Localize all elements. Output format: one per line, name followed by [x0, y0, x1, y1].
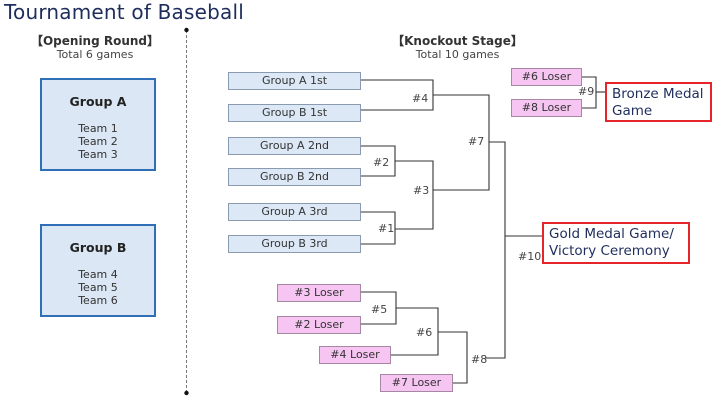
game-3-label: #3 — [413, 184, 430, 197]
group-b-name: Group B — [69, 240, 127, 255]
game-1-bracket — [361, 211, 396, 245]
page-title: Tournament of Baseball — [4, 0, 244, 24]
group-a-name: Group A — [69, 94, 127, 109]
divider-dot-bottom — [184, 390, 189, 396]
group-b-team: Team 4 — [78, 268, 118, 281]
game-2-label: #2 — [373, 156, 390, 169]
slot-game-8-loser: #8 Loser — [511, 99, 582, 117]
slot-game-3-loser: #3 Loser — [277, 284, 361, 302]
game-10-label: #10 — [518, 250, 542, 263]
slot-group-a-2nd: Group A 2nd — [228, 137, 361, 155]
gold-medal-game-box: Gold Medal Game/ Victory Ceremony — [542, 222, 690, 264]
game-7-to-10-link — [485, 141, 506, 359]
bronze-medal-game-box: Bronze Medal Game — [605, 82, 712, 122]
bronze-medal-line: Game — [612, 103, 653, 119]
slot-game-7-loser: #7 Loser — [380, 374, 453, 392]
game-6-label: #6 — [416, 326, 433, 339]
opening-round-heading: 【Opening Round】 — [30, 34, 160, 48]
game-4-label: #4 — [412, 92, 429, 105]
divider-dot-top — [184, 27, 189, 33]
game-2-to-3-link — [395, 160, 434, 230]
game-5-label: #5 — [371, 303, 388, 316]
game-8-label: #8 — [471, 353, 488, 366]
group-a-team: Team 1 — [78, 122, 118, 135]
game-7-label: #7 — [468, 135, 485, 148]
knockout-stage-subtitle: Total 10 games — [415, 48, 500, 61]
slot-group-b-1st: Group B 1st — [228, 104, 361, 122]
group-b-team: Team 5 — [78, 281, 118, 294]
bronze-medal-line: Bronze Medal — [612, 86, 704, 102]
slot-game-2-loser: #2 Loser — [277, 316, 361, 334]
group-b-box: Group B Team 4 Team 5 Team 6 — [40, 224, 156, 317]
slot-game-4-loser: #4 Loser — [319, 346, 391, 364]
knockout-stage-heading: 【Knockout Stage】 — [392, 34, 523, 48]
game-8-bracket — [438, 331, 468, 384]
game-1-label: #1 — [378, 222, 395, 235]
game-9-label: #9 — [578, 85, 595, 98]
slot-group-a-3rd: Group A 3rd — [228, 203, 361, 221]
gold-medal-line: Victory Ceremony — [549, 243, 670, 259]
group-a-box: Group A Team 1 Team 2 Team 3 — [40, 78, 156, 171]
gold-medal-line: Gold Medal Game/ — [549, 226, 674, 242]
group-a-team: Team 3 — [78, 148, 118, 161]
group-a-team: Team 2 — [78, 135, 118, 148]
slot-group-a-1st: Group A 1st — [228, 72, 361, 90]
opening-round-subtitle: Total 6 games — [56, 48, 134, 61]
group-b-team: Team 6 — [78, 294, 118, 307]
slot-game-6-loser: #6 Loser — [511, 68, 582, 86]
slot-group-b-2nd: Group B 2nd — [228, 168, 361, 186]
slot-group-b-3rd: Group B 3rd — [228, 235, 361, 253]
